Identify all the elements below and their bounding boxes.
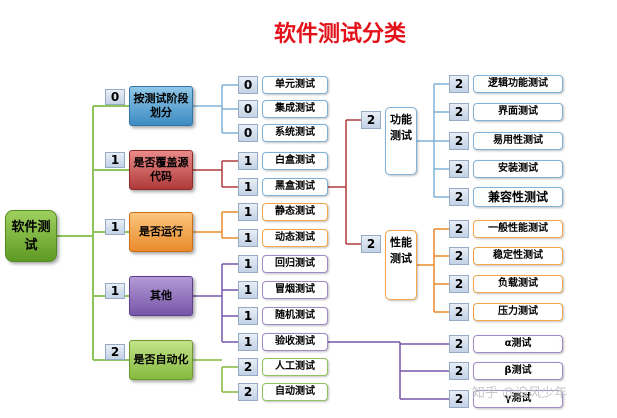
- right-badge: 2: [449, 132, 469, 150]
- leaf-regression-test: 回归测试: [262, 255, 328, 273]
- right-badge: 2: [449, 303, 469, 321]
- blackbox-connector: [328, 119, 361, 245]
- leaf-badge: 1: [238, 203, 258, 221]
- leaf-static-test: 静态测试: [262, 203, 328, 221]
- leaf-beta-test: β测试: [473, 362, 563, 380]
- leaf-usability-test: 易用性测试: [473, 132, 563, 150]
- leaf-badge: 2: [238, 358, 258, 376]
- watermark: 知乎 @追风少年: [472, 386, 568, 401]
- leaf-badge: 0: [238, 100, 258, 118]
- leaf-logic-function-test: 逻辑功能测试: [473, 75, 563, 93]
- leaf-stress-test: 压力测试: [473, 303, 563, 321]
- leaf-badge: 1: [238, 229, 258, 247]
- leaf-badge: 0: [238, 76, 258, 94]
- category-run-or-not: 是否运行: [129, 212, 193, 252]
- right-badge: 2: [449, 103, 469, 121]
- leaf-compatibility-test: 兼容性测试: [473, 187, 563, 207]
- page-title: 软件测试分类: [273, 22, 406, 47]
- leaf-badge: 0: [238, 124, 258, 142]
- category-badge-2: 1: [105, 219, 125, 235]
- category-other: 其他: [129, 276, 193, 316]
- leaf-gamma-test: γ测试: [473, 390, 563, 408]
- leaf-badge: 1: [238, 255, 258, 273]
- leaf-badge: 1: [238, 281, 258, 299]
- automation-connector: [193, 359, 238, 393]
- leaf-acceptance-test: 验收测试: [262, 333, 328, 351]
- right-badge: 2: [449, 275, 469, 293]
- leaf-installation-test: 安装测试: [473, 160, 563, 178]
- leaf-smoke-test: 冒烟测试: [262, 281, 328, 299]
- category-automation: 是否自动化: [129, 340, 193, 380]
- right-badge: 2: [449, 188, 469, 206]
- acceptance-connector: [328, 341, 449, 400]
- right-badge: 2: [449, 247, 469, 265]
- leaf-integration-test: 集成测试: [262, 100, 328, 118]
- leaf-dynamic-test: 动态测试: [262, 229, 328, 247]
- leaf-alpha-test: α测试: [473, 335, 563, 353]
- category-badge-1: 1: [105, 152, 125, 168]
- leaf-automated-test: 自动测试: [262, 383, 328, 401]
- right-badge: 2: [449, 362, 469, 380]
- leaf-manual-test: 人工测试: [262, 358, 328, 376]
- leaf-badge: 1: [238, 333, 258, 351]
- leaf-blackbox-test: 黑盒测试: [262, 178, 328, 196]
- leaf-badge: 2: [238, 383, 258, 401]
- leaf-interface-test: 界面测试: [473, 103, 563, 121]
- other-connector: [193, 263, 238, 343]
- category-badge-0: 0: [105, 89, 125, 105]
- sub-performance-test: 性能测试: [385, 230, 417, 300]
- right-badge: 2: [449, 75, 469, 93]
- leaf-unit-test: 单元测试: [262, 76, 328, 94]
- leaf-general-performance-test: 一般性能测试: [473, 220, 563, 238]
- leaf-load-test: 负载测试: [473, 275, 563, 293]
- sub-functional-test: 功能测试: [385, 107, 417, 175]
- right-badge: 2: [449, 220, 469, 238]
- root-node: 软件测试: [5, 210, 57, 262]
- leaf-whitebox-test: 白盒测试: [262, 152, 328, 170]
- right-badge: 2: [449, 390, 469, 408]
- performance-connector: [417, 228, 449, 313]
- leaf-stability-test: 稳定性测试: [473, 247, 563, 265]
- sub-badge-functional: 2: [361, 111, 381, 129]
- leaf-system-test: 系统测试: [262, 124, 328, 142]
- coverage-connector: [193, 160, 238, 188]
- category-badge-4: 2: [105, 344, 125, 360]
- leaf-badge: 1: [238, 178, 258, 196]
- sub-badge-performance: 2: [361, 235, 381, 253]
- stage-connector: [193, 84, 238, 134]
- category-test-stage: 按测试阶段划分: [129, 86, 193, 126]
- leaf-random-test: 随机测试: [262, 307, 328, 325]
- category-badge-3: 1: [105, 283, 125, 299]
- category-source-coverage: 是否覆盖源代码: [129, 150, 193, 190]
- right-badge: 2: [449, 335, 469, 353]
- right-badge: 2: [449, 160, 469, 178]
- functional-connector: [417, 83, 449, 198]
- leaf-badge: 1: [238, 152, 258, 170]
- leaf-badge: 1: [238, 307, 258, 325]
- run-connector: [193, 211, 238, 239]
